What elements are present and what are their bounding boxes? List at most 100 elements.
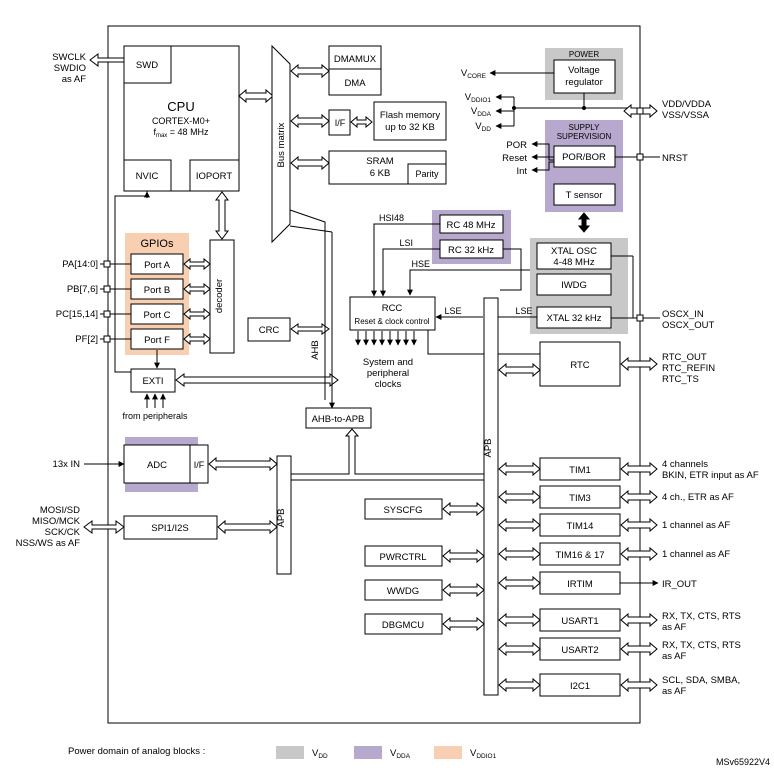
pin-vss-vssa: VSS/VSSA	[662, 110, 710, 121]
ahb-to-apb-label: AHB-to-APB	[312, 414, 365, 425]
port-b-block	[130, 278, 184, 300]
pwrctrl-block	[364, 545, 443, 567]
exti-input-arrows	[144, 393, 166, 408]
port-c-block	[130, 303, 184, 325]
tim3-pin-arrow	[620, 489, 658, 505]
dma-block	[328, 68, 382, 96]
i2c1-pin-arrow	[620, 677, 658, 693]
pwrctrl-label: PWRCTRL	[380, 552, 427, 563]
syscfg-block	[364, 498, 443, 520]
pin-usart1-line1: RX, TX, CTS, RTS	[662, 611, 741, 622]
osc-pin-lines	[611, 255, 660, 322]
pin-pf: PF[2]	[75, 334, 98, 345]
crc-label: CRC	[259, 325, 280, 336]
bus-matrix-label: Bus matrix	[276, 122, 287, 167]
ioport-decoder-arrow	[215, 191, 229, 240]
legend-vdd-label: VDD	[312, 748, 328, 760]
pin-tim1617: 1 channel as AF	[662, 549, 730, 560]
rcc-rtc-line	[427, 330, 540, 355]
tim14-label: TIM14	[567, 521, 594, 532]
nvic-label: NVIC	[136, 171, 159, 182]
pin-swclk: SWCLK	[52, 52, 86, 63]
pin-nrst: NRST	[662, 153, 688, 164]
sys-clocks-line1: System and	[363, 357, 413, 368]
supervision-line1: SUPPLY	[569, 123, 601, 132]
parity-label: Parity	[415, 169, 439, 179]
wwdg-label: WWDG	[387, 586, 419, 597]
regulator-line1: Voltage	[568, 65, 600, 76]
hse-label: HSE	[411, 259, 430, 269]
supervision-outputs	[531, 141, 554, 173]
vddio1-label: VDDIO1	[465, 92, 492, 104]
spi-block	[123, 515, 218, 540]
pin-tim3: 4 ch., ETR as AF	[662, 492, 734, 503]
sram-line2: 6 KB	[370, 168, 391, 179]
port-a-block	[130, 253, 184, 275]
por-bor-label: POR/BOR	[562, 152, 606, 163]
pin-miso: MISO/MCK	[32, 516, 81, 527]
decoder-label: decoder	[214, 279, 225, 313]
pin-tim1-line2: BKIN, ETR input as AF	[662, 470, 759, 481]
irtim-label: IRTIM	[567, 579, 593, 590]
swd-label: SWD	[136, 60, 158, 71]
tim3-label: TIM3	[569, 493, 591, 504]
ahbapb-down-arrow	[283, 428, 492, 486]
legend-vdda-label: VDDA	[390, 748, 411, 760]
pin-ir-out: IR_OUT	[662, 579, 697, 590]
i2c1-apb-arrow	[498, 677, 541, 693]
usart2-apb-arrow	[498, 641, 541, 657]
legend-vddio1-label: VDDIO1	[470, 748, 497, 760]
pin-i2c-line2: as AF	[662, 686, 686, 697]
rtc-label: RTC	[570, 360, 589, 371]
pin-oscx-out: OSCX_OUT	[662, 320, 714, 331]
legend-vdda-swatch	[354, 746, 382, 759]
tim3-apb-arrow	[498, 489, 541, 505]
port-a-label: Port A	[144, 260, 171, 271]
vcore-label: VCORE	[461, 68, 487, 80]
pin-swd-af: as AF	[62, 74, 86, 85]
spi-double-arrow	[83, 520, 125, 534]
spi-apb-arrow	[217, 519, 278, 535]
dbgmcu-block	[364, 613, 443, 635]
vdda-label: VDDA	[471, 106, 492, 118]
pin-rtc-ts: RTC_TS	[662, 374, 699, 385]
decoder-block	[209, 239, 235, 354]
crc-ahb-arrow	[290, 323, 330, 335]
ahb-bus-line-3	[289, 225, 333, 233]
tim1617-apb-arrow	[498, 546, 541, 562]
pin-nss: NSS/WS as AF	[16, 538, 81, 549]
pin-swdio: SWDIO	[54, 63, 86, 74]
flash-line1: Flash memory	[380, 110, 440, 121]
if-flash-arrow	[350, 115, 373, 129]
sys-clocks-line2: peripheral	[367, 368, 409, 379]
pin-pc: PC[15,14]	[56, 309, 98, 320]
spi-label: SPI1/I2S	[151, 523, 189, 534]
xtal-osc-line2: 4-48 MHz	[553, 257, 594, 268]
ahb-to-apb-block	[305, 407, 372, 429]
iwdg-label: IWDG	[561, 280, 587, 291]
usart2-label: USART2	[561, 645, 598, 656]
pin-mosi: MOSI/SD	[40, 505, 80, 516]
supervision-xtal-arrow	[577, 212, 591, 233]
adc-label: ADC	[147, 460, 167, 471]
usart1-pin-arrow	[620, 612, 658, 628]
port-f-block	[130, 328, 184, 350]
pwrctrl-apb-arrow	[442, 548, 485, 564]
syscfg-apb-arrow	[442, 501, 485, 517]
xtal-osc-line1: XTAL OSC	[551, 246, 597, 257]
vdd-pad	[636, 107, 644, 115]
port-b-label: Port B	[144, 285, 170, 296]
wwdg-block	[364, 579, 443, 601]
nvic-block	[123, 159, 172, 192]
flash-block	[373, 101, 447, 141]
usart2-pin-arrow	[620, 641, 658, 657]
rcc-label: RCC	[382, 303, 403, 314]
flash-if-label: I/F	[335, 118, 346, 128]
rcc-block	[349, 296, 436, 331]
i2c1-label: I2C1	[570, 681, 590, 692]
sys-clocks-line3: clocks	[375, 379, 402, 390]
swd-block	[123, 45, 172, 84]
supply-rails	[495, 93, 640, 129]
pin-rtc-out: RTC_OUT	[662, 352, 707, 363]
